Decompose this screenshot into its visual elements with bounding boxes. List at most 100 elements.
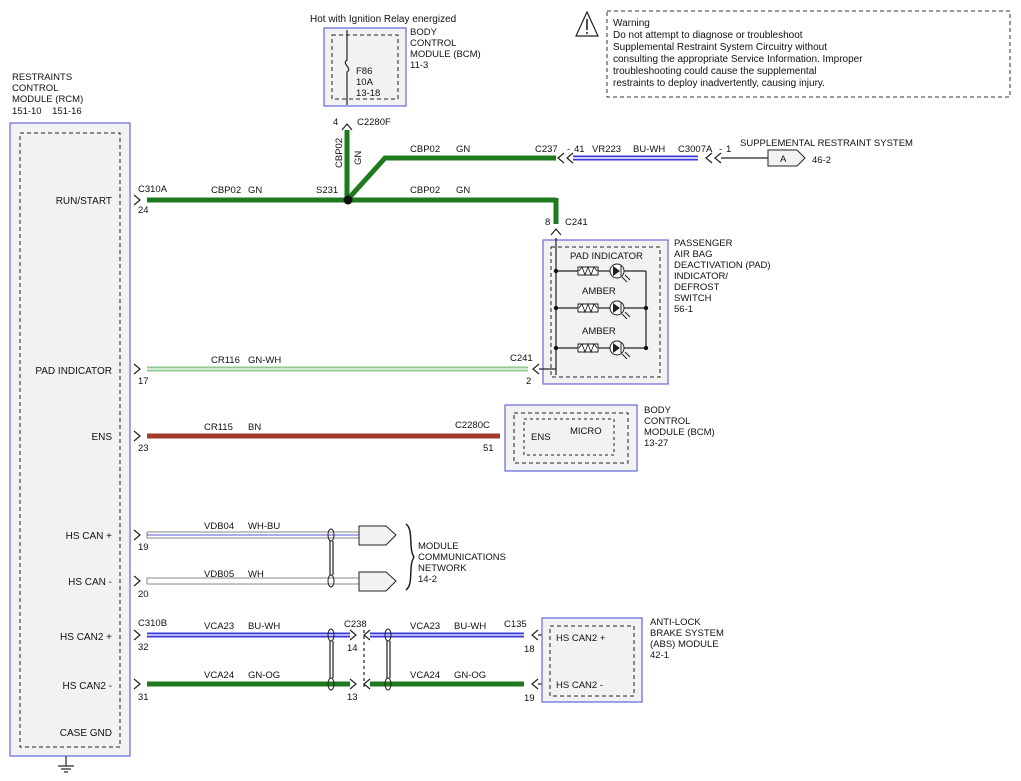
pad-switch-module[interactable] xyxy=(542,239,669,385)
bcm2-title-4: 13-27 xyxy=(644,438,668,449)
network-title-2: COMMUNICATIONS xyxy=(418,552,506,563)
ground-icon xyxy=(58,756,74,773)
twisted-pair-icon xyxy=(327,528,335,588)
wire-vertical-color: GN xyxy=(353,151,364,165)
bcm-ens-module[interactable] xyxy=(504,404,638,472)
connector-c310a: C310A xyxy=(138,184,168,195)
wire-vca24-circuit-left: VCA24 xyxy=(204,670,234,681)
pad-title-3: DEACTIVATION (PAD) xyxy=(674,260,771,271)
connector-c237-separator: - xyxy=(567,144,570,155)
warning-line-6: restraints to deploy inadvertently, caus… xyxy=(613,78,825,89)
wire-vdb05-color: WH xyxy=(248,569,264,580)
resistor-icon xyxy=(577,302,599,314)
rcm-pin-number-run-start: 24 xyxy=(138,205,149,216)
srs-ref: 46-2 xyxy=(812,155,831,166)
c238-connector-icon xyxy=(349,629,371,690)
connector-c238-pin-bottom: 13 xyxy=(347,692,358,703)
rcm-connector-arrows xyxy=(133,194,141,690)
connector-c135-pin-bottom: 19 xyxy=(524,693,535,704)
bcm-fuse-title-2: CONTROL xyxy=(410,38,456,49)
bcm2-ens-label: ENS xyxy=(531,432,551,443)
warning-line-1: Warning xyxy=(613,18,650,29)
twisted-pair-icon xyxy=(384,628,392,691)
bcm2-pin: 51 xyxy=(483,443,494,454)
rcm-pin-number-hs-can2-minus: 31 xyxy=(138,692,149,703)
rcm-ref: 151-10 151-16 xyxy=(12,106,82,117)
hot-label: Hot with Ignition Relay energized xyxy=(310,14,456,25)
wire-right-circuit: CBP02 xyxy=(410,185,440,196)
wire-vdb04-color: WH-BU xyxy=(248,521,280,532)
pad-connector-top-icon xyxy=(550,228,562,236)
rcm-title-2: CONTROL xyxy=(12,83,58,94)
bcm2-title-3: MODULE (BCM) xyxy=(644,427,715,438)
wire-upper-color: GN xyxy=(456,144,470,155)
wire-cr116-color: GN-WH xyxy=(248,355,281,366)
abs-title-3: (ABS) MODULE xyxy=(650,639,719,650)
wire-cr116-circuit: CR116 xyxy=(211,355,240,366)
wire-cr115-circuit: CR115 xyxy=(204,422,233,433)
wire-vca24-color-right: GN-OG xyxy=(454,670,486,681)
pad-title-4: INDICATOR/ xyxy=(674,271,728,282)
led-icon xyxy=(609,340,631,360)
hs-can2-wires xyxy=(147,632,524,687)
abs-pin-plus: HS CAN2 + xyxy=(556,633,606,644)
abs-title-2: BRAKE SYSTEM xyxy=(650,628,724,639)
abs-module[interactable] xyxy=(541,617,643,703)
pad-connector-top: C241 xyxy=(565,217,588,228)
power-wires xyxy=(147,130,559,224)
wire-vdb04-circuit: VDB04 xyxy=(204,521,234,532)
bcm-fuse-title-4: 11-3 xyxy=(410,60,428,71)
rcm-title-3: MODULE (RCM) xyxy=(12,94,83,105)
warning-notice: Warning Do not attempt to diagnose or tr… xyxy=(575,10,1011,98)
wire-vca24-circuit-right: VCA24 xyxy=(410,670,440,681)
network-title-1: MODULE xyxy=(418,541,459,552)
pad-connector-bottom: C241 xyxy=(510,353,533,364)
wire-vr223-circuit: VR223 xyxy=(592,144,621,155)
pad-lamp-label-1: PAD INDICATOR xyxy=(570,251,643,262)
wire-vertical-circuit: CBP02 xyxy=(334,138,345,168)
connector-c237: C237 xyxy=(535,144,558,155)
pad-junction-dots xyxy=(553,268,649,351)
led-icon xyxy=(609,300,631,320)
wire-vca23-circuit-right: VCA23 xyxy=(410,621,440,632)
network-title-4: 14-2 xyxy=(418,574,437,585)
rcm-pin-number-pad: 17 xyxy=(138,376,149,387)
wire-vca23-circuit-left: VCA23 xyxy=(204,621,234,632)
connector-c3007a-separator: - xyxy=(719,144,722,155)
rcm-pin-number-ens: 23 xyxy=(138,443,149,454)
connector-c135-pin-top: 18 xyxy=(524,644,535,655)
twisted-pair-icon xyxy=(327,628,335,691)
pad-connector-bottom-icon xyxy=(532,363,556,375)
bcm2-connector: C2280C xyxy=(455,420,490,431)
warning-triangle-icon xyxy=(575,10,599,37)
wire-cr115-color: BN xyxy=(248,422,261,433)
wire-vca23-color-left: BU-WH xyxy=(248,621,280,632)
warning-line-2: Do not attempt to diagnose or troublesho… xyxy=(613,30,803,41)
network-connector-icon xyxy=(358,525,397,592)
wire-vr223-color: BU-WH xyxy=(633,144,665,155)
abs-title-1: ANTI-LOCK xyxy=(650,617,701,628)
connector-c238-pin-top: 14 xyxy=(347,643,358,654)
network-title-3: NETWORK xyxy=(418,563,467,574)
wire-vca24-color-left: GN-OG xyxy=(248,670,280,681)
wire-upper-circuit: CBP02 xyxy=(410,144,440,155)
warning-line-3: Supplemental Restraint System Circuitry … xyxy=(613,42,827,53)
connector-c2280f-icon xyxy=(341,123,353,131)
splice-s231-dot xyxy=(343,195,353,205)
connector-c3007a-pin: 1 xyxy=(726,144,731,155)
rcm-module[interactable] xyxy=(9,122,131,757)
srs-reference-tag[interactable]: A xyxy=(767,149,806,167)
bcm-fuse-module[interactable]: F86 10A 13-18 xyxy=(323,27,407,107)
bcm2-title-2: CONTROL xyxy=(644,416,690,427)
srs-title: SUPPLEMENTAL RESTRAINT SYSTEM xyxy=(740,138,913,149)
pad-title-6: SWITCH xyxy=(674,293,712,304)
pad-title-7: 56-1 xyxy=(674,304,693,315)
abs-pin-minus: HS CAN2 - xyxy=(556,680,603,691)
warning-box xyxy=(606,10,1011,98)
pad-title-1: PASSENGER xyxy=(674,238,733,249)
bcm-fuse-pin: 4 xyxy=(333,117,338,128)
bcm-fuse-title-1: BODY xyxy=(410,27,438,38)
rcm-pin-pad-indicator: PAD INDICATOR xyxy=(35,366,112,377)
led-icon xyxy=(609,263,631,283)
fuse-icon xyxy=(344,30,350,105)
